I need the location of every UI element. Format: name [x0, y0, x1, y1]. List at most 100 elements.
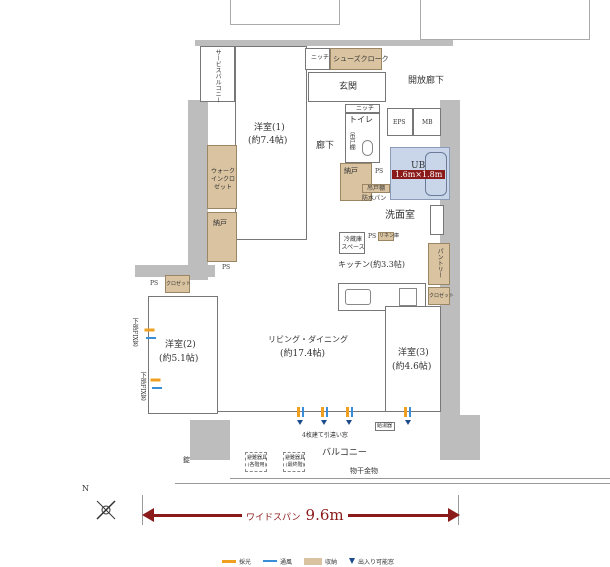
western-room-3-label: 洋室(3) [398, 348, 429, 358]
ventilation-marker [302, 407, 304, 417]
linen-storage: リネン庫 [378, 232, 399, 241]
western-room-2: 洋室(2) (約5.1帖) [148, 296, 218, 414]
wall-left-upper [188, 100, 208, 280]
western-room-1-size: (約7.4帖) [248, 136, 288, 146]
legend-light-label: 採光 [239, 558, 252, 566]
dimension-value: 9.6m [305, 506, 344, 524]
closet-2-label: クロゼット [166, 281, 192, 287]
toilet-label: トイレ [349, 115, 373, 124]
legend-ventilation: 通風 [263, 557, 292, 566]
storage-left-label: 納戸 [213, 219, 227, 227]
accessible-window-icon [405, 420, 411, 425]
niche-entrance: ニッチ [305, 48, 330, 70]
fridge-space-label: 冷蔵庫スペース [341, 236, 365, 252]
legend-storage: 収納 [304, 557, 337, 566]
niche-label-2: ニッチ [356, 105, 375, 112]
unit-bath-label: UB [411, 161, 426, 171]
storage-left: 納戸 [207, 212, 237, 262]
dimension-label: ワイドスパン 9.6m [242, 505, 348, 524]
sink-icon [345, 289, 371, 305]
entrance-label: 玄関 [339, 82, 358, 92]
legend-ventilation-label: 通風 [280, 558, 293, 566]
drying-rack-label: 物干金物 [350, 467, 378, 475]
light-marker [404, 407, 407, 417]
balcony-label: バルコニー [322, 448, 367, 458]
western-room-1-label: 洋室(1) [254, 123, 285, 133]
western-room-3-size: (約4.6帖) [392, 362, 432, 372]
dimension-label-text: ワイドスパン [246, 513, 301, 523]
niche-label: ニッチ [311, 54, 330, 61]
toilet: トイレ 吊戸棚 [345, 113, 380, 163]
water-heater: 給湯器 [375, 422, 395, 431]
western-room-2-size: (約5.1帖) [159, 354, 199, 364]
ventilation-marker [351, 407, 353, 417]
evac-label-2: 避難器具(最終階) [284, 455, 305, 468]
wash-basin [430, 205, 444, 235]
toilet-icon [362, 140, 373, 156]
light-marker [346, 407, 349, 417]
service-balcony-label: サービスバルコニー [214, 49, 222, 103]
shoes-cloak-label: シューズクローク [333, 55, 389, 63]
legend-window: 出入り可能窓 [349, 557, 394, 566]
wall-top [195, 40, 453, 46]
unit-bath-size-badge: 1.6m×1.8m [392, 170, 446, 179]
ventilation-marker [326, 407, 328, 417]
waterproof-pan-label: 防水パン [362, 195, 387, 202]
eps: EPS [387, 108, 413, 136]
pantry: パントリー [428, 243, 450, 285]
hanging-shelf-label: 吊戸棚 [348, 132, 356, 150]
arrow-left-icon [142, 508, 154, 522]
light-marker [321, 407, 324, 417]
fix-window-label-1: 下部FIX窓 [131, 318, 139, 347]
storage-swatch-icon [304, 557, 323, 565]
washroom-label: 洗面室 [385, 210, 415, 221]
western-room-1: 洋室(1) (約7.4帖) [235, 46, 307, 240]
niche-toilet: ニッチ [345, 104, 380, 113]
walk-in-closet-label: ウォークインクロゼット [210, 168, 235, 192]
western-room-2-label: 洋室(2) [165, 340, 196, 350]
lock-label: 錠 [183, 456, 190, 464]
entrance: 玄関 [308, 72, 386, 102]
accessible-window-icon [297, 420, 303, 425]
legend-storage-label: 収納 [325, 558, 338, 566]
light-marker [144, 328, 155, 332]
evac-hatch-1: 避難器具(各階用) [245, 452, 267, 472]
shoes-cloak: シューズクローク [330, 48, 389, 70]
light-swatch-icon [222, 559, 236, 563]
closet-kitchen-label: クロゼット [429, 293, 455, 299]
compass-north-label: N [82, 484, 89, 493]
storage-hall-label: 納戸 [344, 167, 358, 175]
legend-light: 採光 [222, 557, 251, 566]
pillar-right [440, 415, 480, 460]
accessible-window-swatch-icon [349, 558, 356, 564]
service-balcony: サービスバルコニー [200, 46, 235, 103]
legend-window-label: 出入り可能窓 [358, 558, 395, 566]
mb-label: MB [422, 119, 433, 126]
storage-hall: 納戸 [340, 163, 372, 201]
pantry-label: パントリー [436, 248, 444, 278]
water-heater-label: 給湯器 [377, 423, 393, 429]
hanging-shelf-wash-label: 吊戸棚 [367, 185, 386, 192]
pillar-left [190, 420, 230, 460]
kitchen-label: キッチン(約3.3帖) [338, 260, 405, 269]
legend: 採光 通風 収納 出入り可能窓 [222, 555, 394, 567]
evac-label-1: 避難器具(各階用) [246, 455, 267, 468]
sliding-window-label: 4枚建て引違い窓 [302, 432, 348, 439]
wall-left-mid [135, 265, 215, 277]
ventilation-marker [409, 407, 411, 417]
ps-label-4: PS [150, 280, 159, 287]
living-dining-size: (約17.4帖) [280, 349, 326, 359]
ps-label-1: PS [375, 168, 384, 175]
ps-label-2: PS [222, 264, 231, 271]
fix-window-label-2: 下部FIX窓 [139, 372, 147, 401]
accessible-window-icon [321, 420, 327, 425]
hanging-shelf-wash: 吊戸棚 [362, 184, 390, 193]
living-dining-label: リビング・ダイニング [268, 335, 348, 344]
western-room-3: 洋室(3) (約4.6帖) [385, 306, 441, 412]
walk-in-closet: ウォークインクロゼット [207, 145, 237, 209]
balcony-rail [230, 478, 610, 479]
ps-label-3: PS [368, 233, 377, 240]
light-marker [150, 378, 161, 382]
neighbor-unit-top-left [230, 0, 340, 25]
